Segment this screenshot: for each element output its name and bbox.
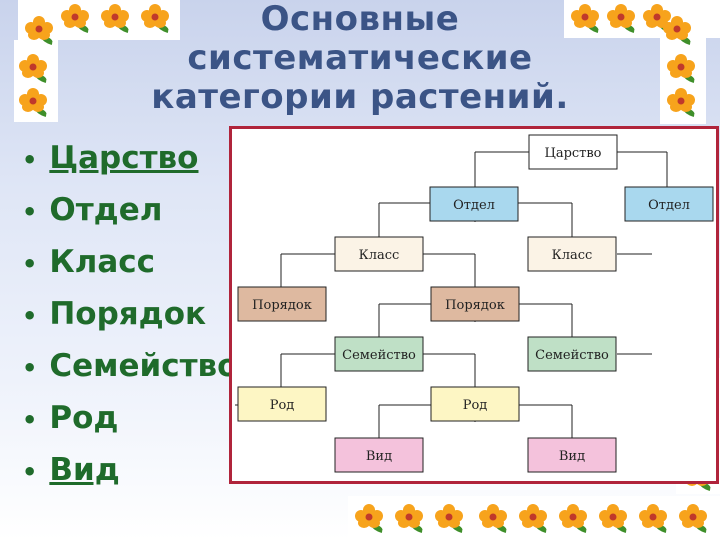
diagram-node-species-1: Вид: [334, 437, 424, 473]
diagram-node-class-2: Класс: [527, 236, 617, 272]
slide-title: Основные систематические категории расте…: [80, 0, 640, 117]
diagram-node-label: Род: [270, 398, 295, 413]
list-item-label: Порядок: [49, 296, 207, 332]
list-item-label: Класс: [49, 244, 156, 280]
list-item: • Род: [22, 392, 238, 444]
flower-icon: [98, 2, 132, 34]
diagram-node-family-1: Семейство: [334, 336, 424, 372]
diagram-node-box: [527, 437, 617, 473]
diagram-node-class-1: Класс: [334, 236, 424, 272]
category-list: • Царство • Отдел • Класс • Порядок • Семейст…: [22, 132, 238, 496]
flower-icon: [640, 2, 674, 34]
diagram-node-box: [334, 437, 424, 473]
diagram-node-box: [527, 236, 617, 272]
title-line-1: Основные: [260, 0, 460, 39]
diagram-node-genus-2: Род: [430, 386, 520, 422]
diagram-node-label: Вид: [366, 449, 392, 464]
diagram-node-label: Порядок: [252, 298, 312, 313]
flower-icon: [352, 502, 386, 534]
flower-icon: [516, 502, 550, 534]
diagram-node-label: Род: [463, 398, 488, 413]
title-line-3: категории растений.: [151, 77, 569, 117]
list-item: • Класс: [22, 236, 238, 288]
flower-icon: [664, 52, 698, 84]
diagram-node-box: [430, 386, 520, 422]
list-item: • Вид: [22, 444, 238, 496]
list-item-label: Семейство: [49, 348, 239, 384]
diagram-node-division-2: Отдел: [624, 186, 714, 222]
title-line-2: систематические: [187, 38, 533, 78]
list-item: • Порядок: [22, 288, 238, 340]
bullet-icon: •: [22, 353, 38, 382]
flower-icon: [676, 502, 710, 534]
flower-icon: [392, 502, 426, 534]
diagram-node-label: Семейство: [535, 348, 609, 363]
flower-icon: [138, 2, 172, 34]
diagram-node-order-2: Порядок: [430, 286, 520, 322]
flower-icon: [596, 502, 630, 534]
diagram-node-box: [527, 336, 617, 372]
diagram-node-label: Отдел: [648, 198, 690, 213]
bullet-icon: •: [22, 457, 38, 486]
diagram-node-label: Царство: [544, 146, 601, 161]
flower-icon: [476, 502, 510, 534]
diagram-node-box: [334, 236, 424, 272]
bullet-icon: •: [22, 249, 38, 278]
list-item-label: Род: [49, 400, 119, 436]
diagram-node-box: [237, 286, 327, 322]
bullet-icon: •: [22, 405, 38, 434]
diagram-node-box: [237, 386, 327, 422]
flower-icon: [432, 502, 466, 534]
diagram-node-division-1: Отдел: [429, 186, 519, 222]
diagram-node-label: Отдел: [453, 198, 495, 213]
bullet-icon: •: [22, 145, 38, 174]
diagram-node-family-2: Семейство: [527, 336, 617, 372]
bullet-icon: •: [22, 197, 38, 226]
list-item: • Отдел: [22, 184, 238, 236]
flower-icon: [664, 86, 698, 118]
flower-icon: [636, 502, 670, 534]
bullet-icon: •: [22, 301, 38, 330]
list-item: • Семейство: [22, 340, 238, 392]
flower-icon: [22, 14, 56, 46]
diagram-node-box: [528, 134, 618, 170]
list-item-label: Царство: [49, 140, 199, 176]
flower-icon: [16, 52, 50, 84]
list-item: • Царство: [22, 132, 238, 184]
diagram-node-label: Класс: [359, 248, 400, 263]
diagram-node-label: Вид: [559, 449, 585, 464]
diagram-node-box: [429, 186, 519, 222]
diagram-node-box: [624, 186, 714, 222]
list-item-label: Вид: [49, 452, 120, 488]
flower-icon: [16, 86, 50, 118]
flower-icon: [660, 14, 694, 46]
diagram-node-order-1: Порядок: [237, 286, 327, 322]
diagram-node-species-2: Вид: [527, 437, 617, 473]
flower-icon: [604, 2, 638, 34]
diagram-node-genus-1: Род: [237, 386, 327, 422]
flower-icon: [556, 502, 590, 534]
diagram-node-label: Семейство: [342, 348, 416, 363]
diagram-node-label: Порядок: [445, 298, 505, 313]
flower-icon: [568, 2, 602, 34]
diagram-node-label: Класс: [552, 248, 593, 263]
diagram-node-box: [334, 336, 424, 372]
flower-icon: [58, 2, 92, 34]
diagram-node-kingdom: Царство: [528, 134, 618, 170]
diagram-node-box: [430, 286, 520, 322]
list-item-label: Отдел: [49, 192, 163, 228]
